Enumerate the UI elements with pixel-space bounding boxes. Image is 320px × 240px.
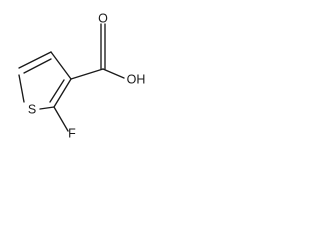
bond-c4-c3 [50, 51, 72, 80]
bond-c3-c2 [53, 78, 72, 108]
bond-c2-fluorine [53, 106, 69, 132]
bond-c5-c4-inner [23, 58, 52, 74]
molecule-structure: O OH S F [18, 11, 146, 140]
hydroxyl-label: OH [127, 72, 146, 86]
fluorine-label: F [68, 126, 76, 140]
bond-s-c5 [18, 74, 25, 103]
bond-c5-c4 [18, 51, 52, 69]
sulfur-label: S [28, 102, 36, 116]
bond-c3-c2-inner [49, 79, 65, 103]
bond-c3-carboxyl [70, 68, 104, 80]
bond-c2-s [39, 106, 55, 110]
carbonyl-oxygen-label: O [98, 11, 108, 25]
bond-carboxyl-hydroxyl [102, 68, 125, 79]
